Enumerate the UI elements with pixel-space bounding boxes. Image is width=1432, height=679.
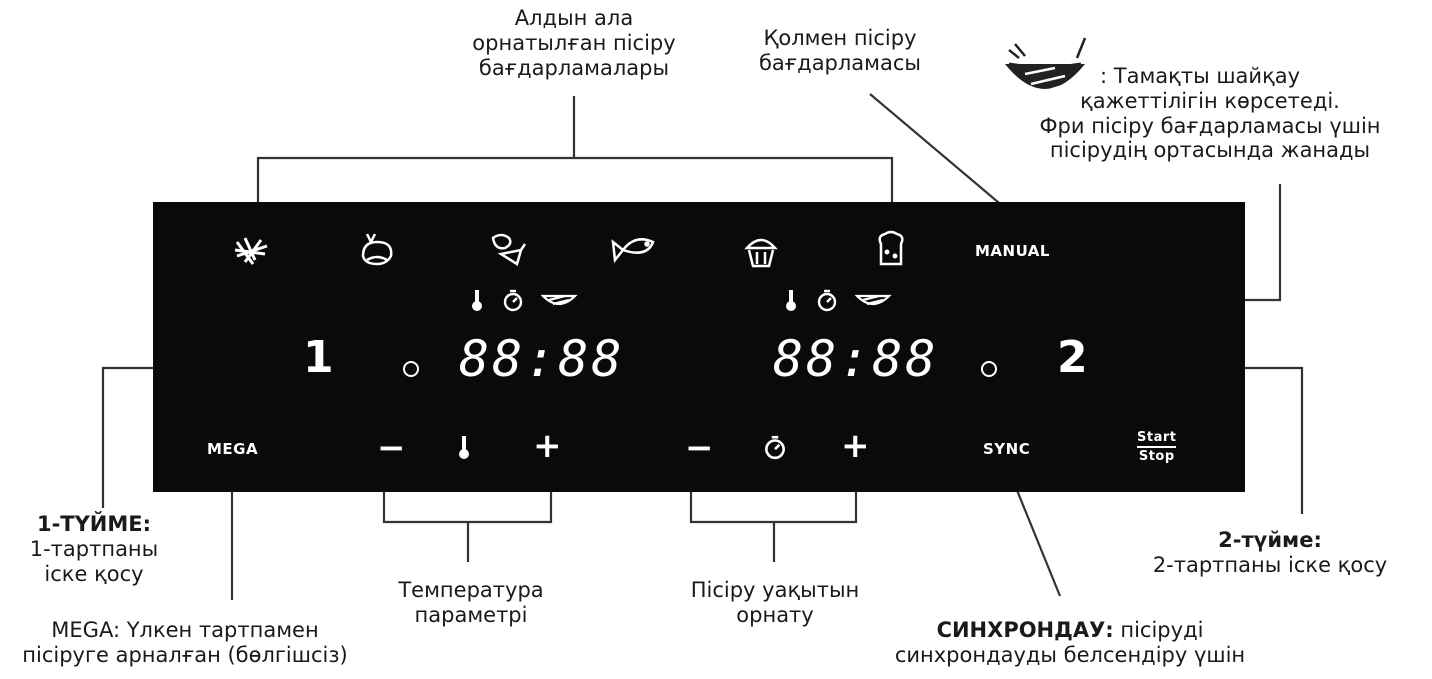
cooking-time-label: Пісіру уақытын орнату	[690, 578, 860, 627]
time-icon	[762, 434, 788, 460]
start-stop-button[interactable]: Start Stop	[1137, 430, 1177, 464]
sync-button[interactable]: SYNC	[983, 440, 1031, 458]
preset-programs-label: Алдын ала орнатылған пісіру бағдарламала…	[472, 6, 676, 80]
time-plus-button[interactable]: +	[841, 426, 870, 466]
temperature-setting-label: Температура параметрі	[398, 578, 544, 627]
temperature-minus-button[interactable]: −	[377, 428, 406, 468]
sync-label: СИНХРОНДАУ: пісіруді синхрондауды белсен…	[894, 618, 1246, 667]
time-minus-button[interactable]: −	[685, 428, 714, 468]
button-1-label: 1-ТҮЙМЕ: 1-тартпаны іске қосу	[29, 512, 159, 586]
shake-indicator-label: : Тамақты шайқау қажеттілігін көрсетеді.…	[1039, 64, 1381, 163]
timer-icon	[815, 288, 839, 312]
manual-program-label: Қолмен пісіру бағдарламасы	[758, 26, 922, 75]
button-2-label: 2-түйме: 2-тартпаны іске қосу	[1152, 528, 1388, 577]
start-label: Start	[1137, 430, 1177, 448]
sync-title: СИНХРОНДАУ:	[936, 618, 1114, 642]
control-panel: MANUAL 1 88:88 88:88 2 MEGA − + − + SYNC…	[153, 202, 1245, 492]
stop-label: Stop	[1138, 449, 1175, 464]
chicken-icon[interactable]	[357, 230, 397, 268]
zone-1-indicator	[403, 361, 419, 377]
sync-rest: пісіруді	[1113, 618, 1204, 642]
shake-icon	[855, 290, 893, 310]
vegetables-icon[interactable]	[487, 230, 527, 268]
display-1: 88:88	[459, 330, 625, 388]
thermometer-icon	[471, 288, 483, 312]
timer-icon	[501, 288, 525, 312]
mega-button[interactable]: MEGA	[207, 440, 259, 458]
manual-button[interactable]: MANUAL	[975, 242, 1050, 260]
bread-icon[interactable]	[873, 230, 909, 268]
mega-label: MEGA: Үлкен тартпамен пісіруге арналған …	[22, 618, 348, 667]
fries-icon[interactable]	[231, 234, 271, 268]
cake-icon[interactable]	[743, 232, 779, 268]
shake-icon	[541, 290, 579, 310]
temperature-icon	[458, 434, 470, 460]
temperature-plus-button[interactable]: +	[533, 426, 562, 466]
display-2: 88:88	[773, 330, 939, 388]
zone-2-number[interactable]: 2	[1057, 332, 1088, 383]
zone-1-number[interactable]: 1	[303, 332, 334, 383]
zone-2-indicator	[981, 361, 997, 377]
shake-basket-icon	[995, 34, 1095, 104]
fish-icon[interactable]	[611, 232, 657, 266]
thermometer-icon	[785, 288, 797, 312]
